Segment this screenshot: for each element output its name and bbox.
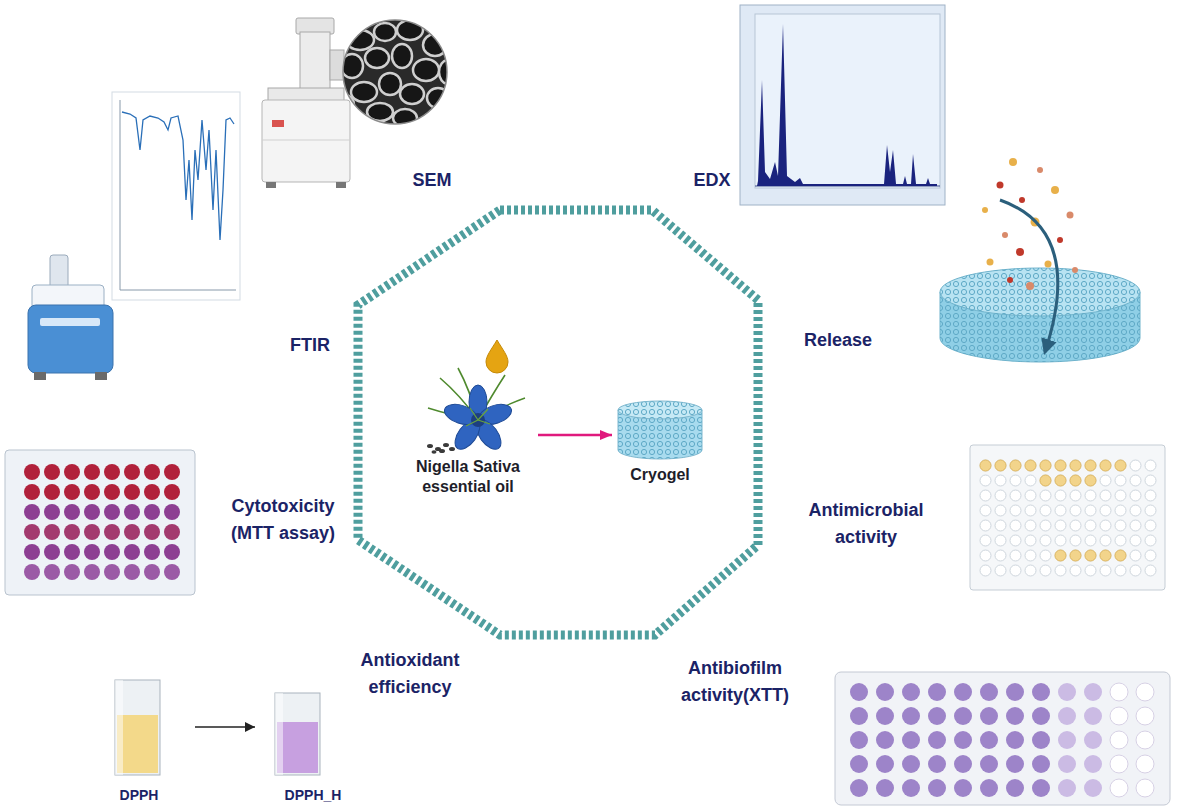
node-caption: Cryogel: [612, 465, 708, 485]
antimicrobial-well-plate: [970, 445, 1165, 590]
label-slot: Cytotoxicity (MTT assay): [213, 493, 353, 547]
method-label: DPPH: [99, 785, 179, 806]
dpph-cuvettes: [115, 680, 320, 775]
ftir-spectrum: [112, 92, 240, 300]
label-slot: Antimicrobial activity: [791, 497, 941, 551]
released-particles: [982, 158, 1078, 290]
label-slot: Antibiofilm activity(XTT): [665, 655, 805, 709]
method-label: SEM: [387, 167, 477, 194]
method-label: Release: [788, 327, 888, 354]
sem-micrograph: [336, 20, 457, 127]
label-slot: DPPH: [99, 785, 179, 806]
release-scaffold: [940, 158, 1140, 362]
method-label: Antioxidant efficiency: [345, 647, 475, 701]
figure-node: Cryogel: [612, 385, 708, 485]
process-arrow: [538, 434, 612, 437]
method-label: DPPH_H: [268, 785, 358, 806]
method-label: Antimicrobial activity: [791, 497, 941, 551]
nigella-plant: [427, 340, 525, 454]
cryogel-cylinder: [618, 401, 702, 459]
edx-spectrum: [740, 5, 945, 205]
octagon-frame: [358, 210, 758, 635]
label-slot: EDX: [682, 167, 742, 194]
node-caption: Nigella Sativa essential oil: [398, 457, 538, 497]
method-label: Antibiofilm activity(XTT): [665, 655, 805, 709]
sem-microscope: [262, 18, 350, 188]
label-slot: Release: [788, 327, 888, 354]
label-slot: Antioxidant efficiency: [345, 647, 475, 701]
label-slot: FTIR: [270, 332, 350, 359]
method-label: EDX: [682, 167, 742, 194]
method-label: FTIR: [270, 332, 350, 359]
label-slot: DPPH_H: [268, 785, 358, 806]
ftir-instrument: [28, 255, 113, 380]
xtt-well-plate: [835, 672, 1170, 805]
mtt-well-plate: [5, 450, 195, 595]
label-slot: SEM: [387, 167, 477, 194]
figure-node: Nigella Sativa essential oil: [398, 385, 538, 497]
method-label: Cytotoxicity (MTT assay): [213, 493, 353, 547]
